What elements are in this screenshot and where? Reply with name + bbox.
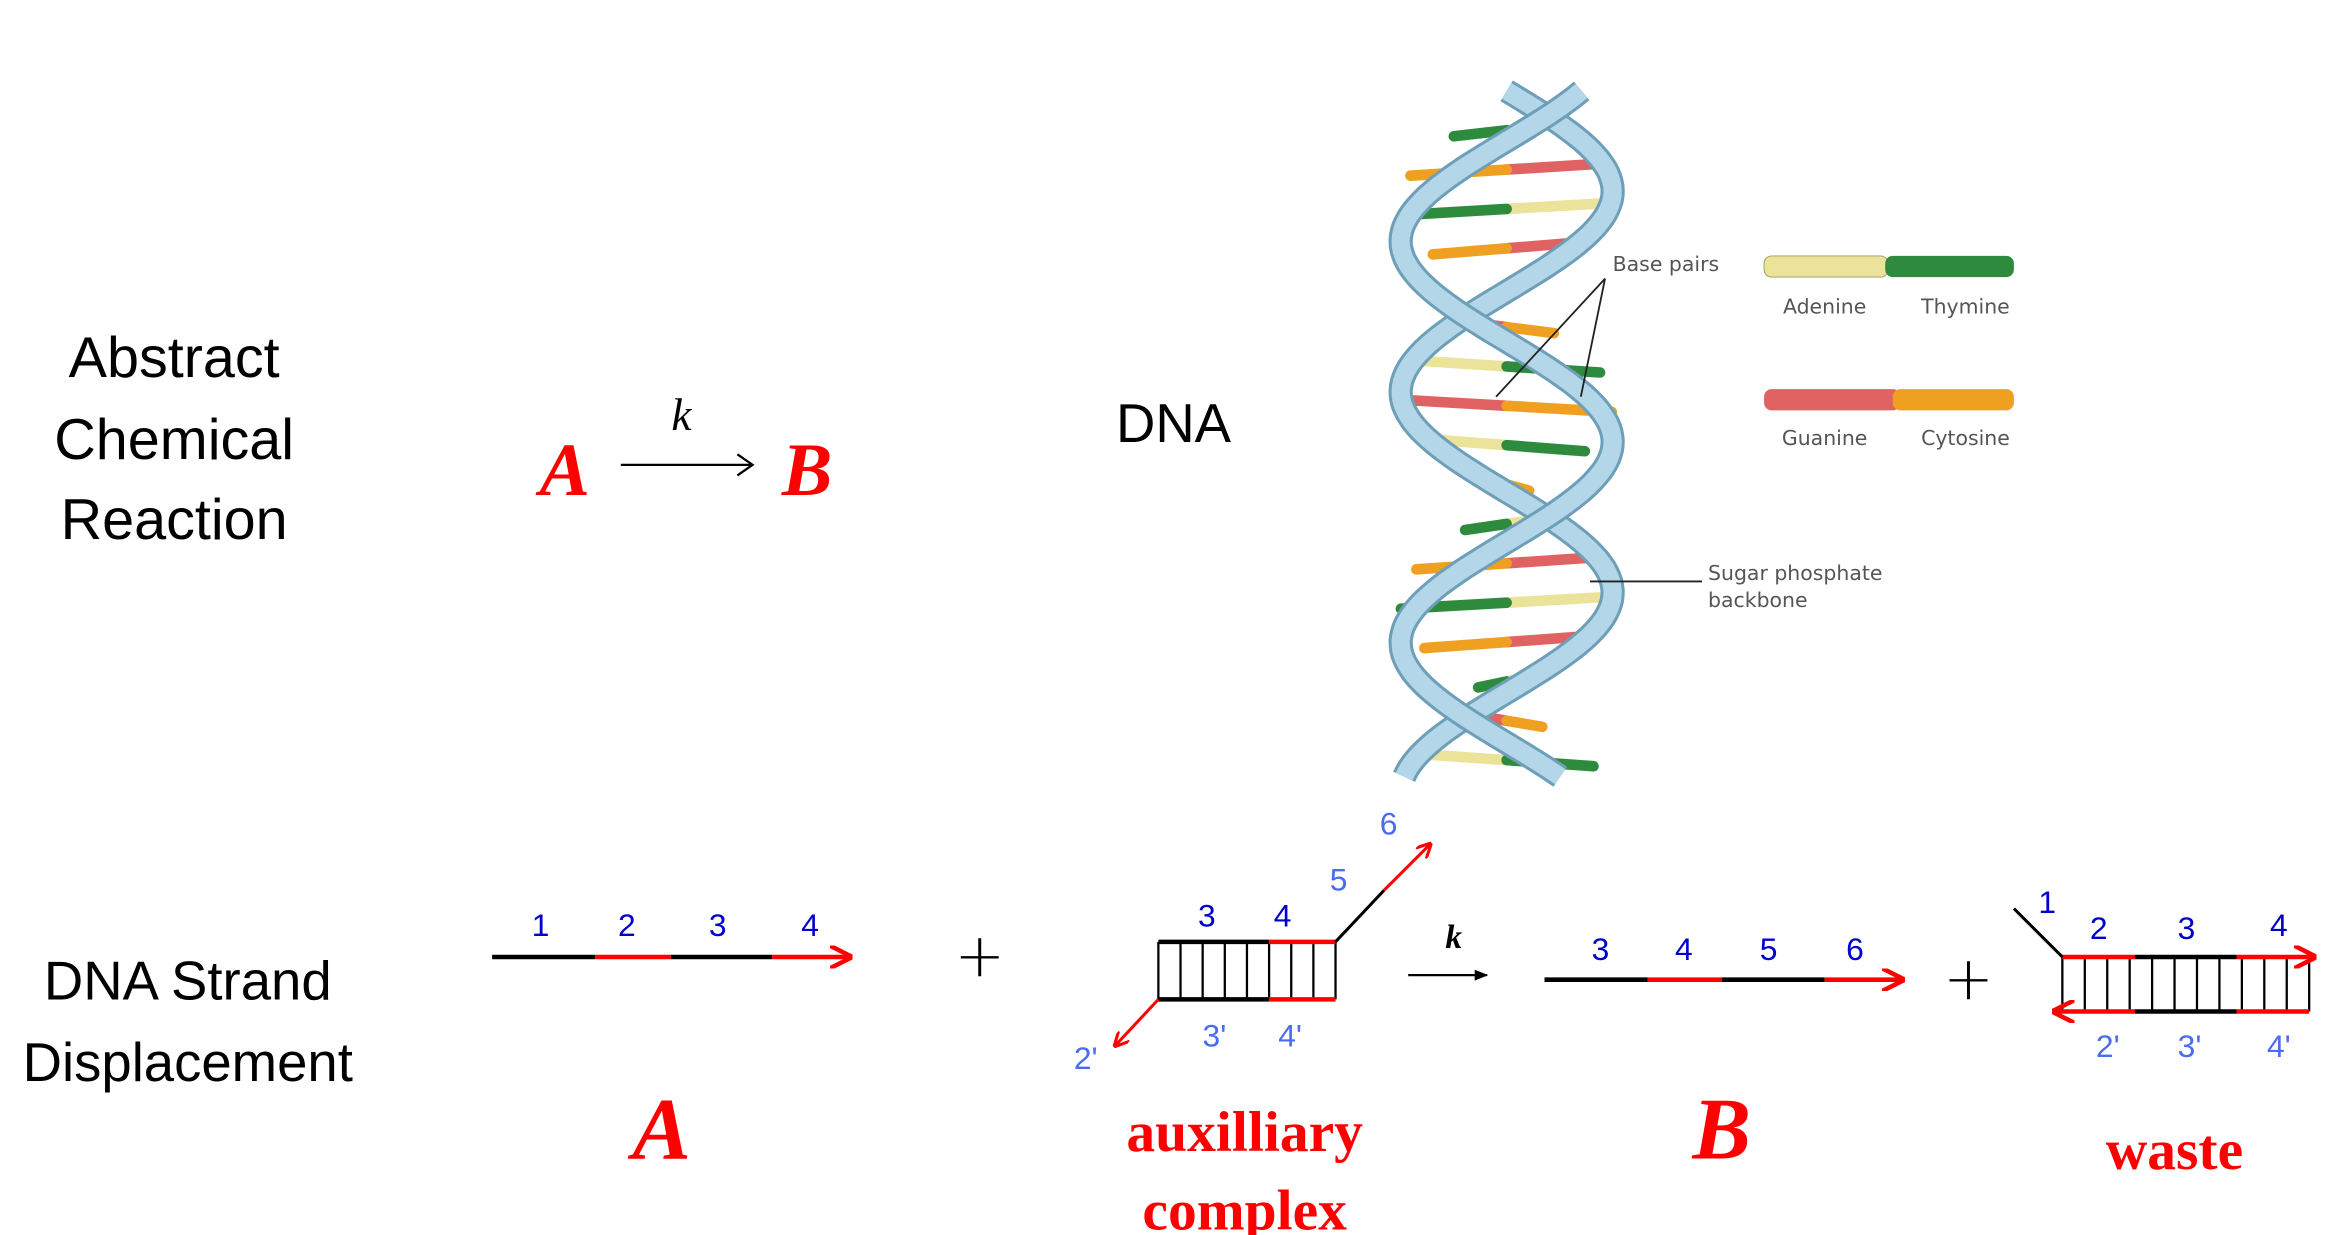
base-pairs-label: Base pairs [1613, 252, 1720, 276]
legend-guanine-cytosine: Guanine Cytosine [1764, 389, 2014, 450]
abstract-reaction-title: Abstract Chemical Reaction [54, 326, 294, 552]
domain-label: 5 [1330, 861, 1348, 897]
base-pair-bar [1419, 636, 1512, 654]
base-pair-bar [1459, 518, 1512, 536]
domain-label: 4 [1274, 898, 1292, 934]
guanine-swatch [1764, 389, 1901, 411]
auxiliary-complex [1116, 845, 1429, 1045]
base-pair-bar [1501, 591, 1618, 608]
rate-constant-k: k [1445, 919, 1462, 956]
adenine-swatch [1763, 255, 1889, 278]
domain-label: 4 [2270, 907, 2288, 943]
reactant-a: A [536, 429, 591, 512]
base-pair-bar [1427, 243, 1512, 260]
thymine-label: Thymine [1920, 294, 2010, 318]
domain-label: 4 [801, 907, 819, 943]
dna-double-helix [1388, 80, 1625, 787]
strand-b-label: B [1691, 1080, 1751, 1177]
waste-label: waste [2106, 1119, 2243, 1182]
domain-label: 3 [1198, 898, 1216, 934]
domain-label: 3 [709, 907, 727, 943]
title-line: Reaction [61, 488, 288, 552]
base-pair-bar [1501, 321, 1560, 339]
domain-label: 2 [618, 907, 636, 943]
base-pair-bar [1396, 394, 1512, 412]
cytosine-swatch [1892, 389, 2014, 411]
domain-label: 4' [2267, 1028, 2291, 1064]
thymine-swatch [1885, 255, 2014, 278]
domain-label: 6 [1846, 931, 1864, 967]
domain-label: 3' [1203, 1017, 1227, 1053]
domain-label: 3 [1592, 931, 1610, 967]
plus-sign: + [954, 922, 1005, 992]
sugar-phosphate-backbone [1391, 83, 1622, 781]
domain-label: 2 [2090, 910, 2108, 946]
backbone-label: Sugar phosphate [1708, 561, 1882, 585]
guanine-label: Guanine [1782, 426, 1867, 450]
title-line: Displacement [23, 1032, 353, 1093]
domain-label: 4 [1675, 931, 1693, 967]
base-pairs-pointer-lines [1495, 278, 1606, 398]
rate-constant-k: k [671, 390, 692, 440]
base-pair-bar [1501, 715, 1548, 733]
title-line: Abstract [69, 326, 280, 390]
domain-label: 2' [2096, 1028, 2120, 1064]
strand-a-label: A [627, 1080, 691, 1177]
legend-adenine-thymine: Adenine Thymine [1763, 255, 2014, 318]
strand-displacement-title: DNA Strand Displacement [23, 950, 353, 1093]
sugar-phosphate-backbone [1391, 83, 1622, 785]
domain-label: 3' [2178, 1028, 2202, 1064]
domain-label: 2' [1074, 1040, 1098, 1076]
domain-label: 5 [1760, 931, 1778, 967]
dna-title: DNA [1116, 393, 1232, 454]
domain-label: 4' [1278, 1017, 1302, 1053]
backbone-label: backbone [1708, 588, 1808, 612]
plus-sign: + [1943, 944, 1994, 1014]
domain-label: 3 [2178, 910, 2196, 946]
title-line: DNA Strand [44, 950, 332, 1011]
adenine-label: Adenine [1783, 294, 1866, 318]
domain-label: 1 [532, 907, 550, 943]
auxiliary-complex-label: complex [1142, 1180, 1347, 1235]
cytosine-label: Cytosine [1921, 426, 2010, 450]
base-pair-bar [1501, 197, 1617, 215]
waste-complex [2012, 907, 2312, 1012]
base-pair-bar [1501, 439, 1591, 457]
base-pair-bar [1407, 355, 1512, 372]
domain-label: 1 [2038, 884, 2056, 920]
base-pair-bar [1448, 124, 1512, 142]
domain-label: 6 [1380, 805, 1398, 841]
base-pair-bar [1501, 158, 1609, 175]
title-line: Chemical [54, 408, 294, 472]
reaction-arrow-icon [620, 453, 755, 477]
product-b: B [781, 429, 833, 512]
auxiliary-complex-label: auxilliary [1126, 1101, 1363, 1164]
